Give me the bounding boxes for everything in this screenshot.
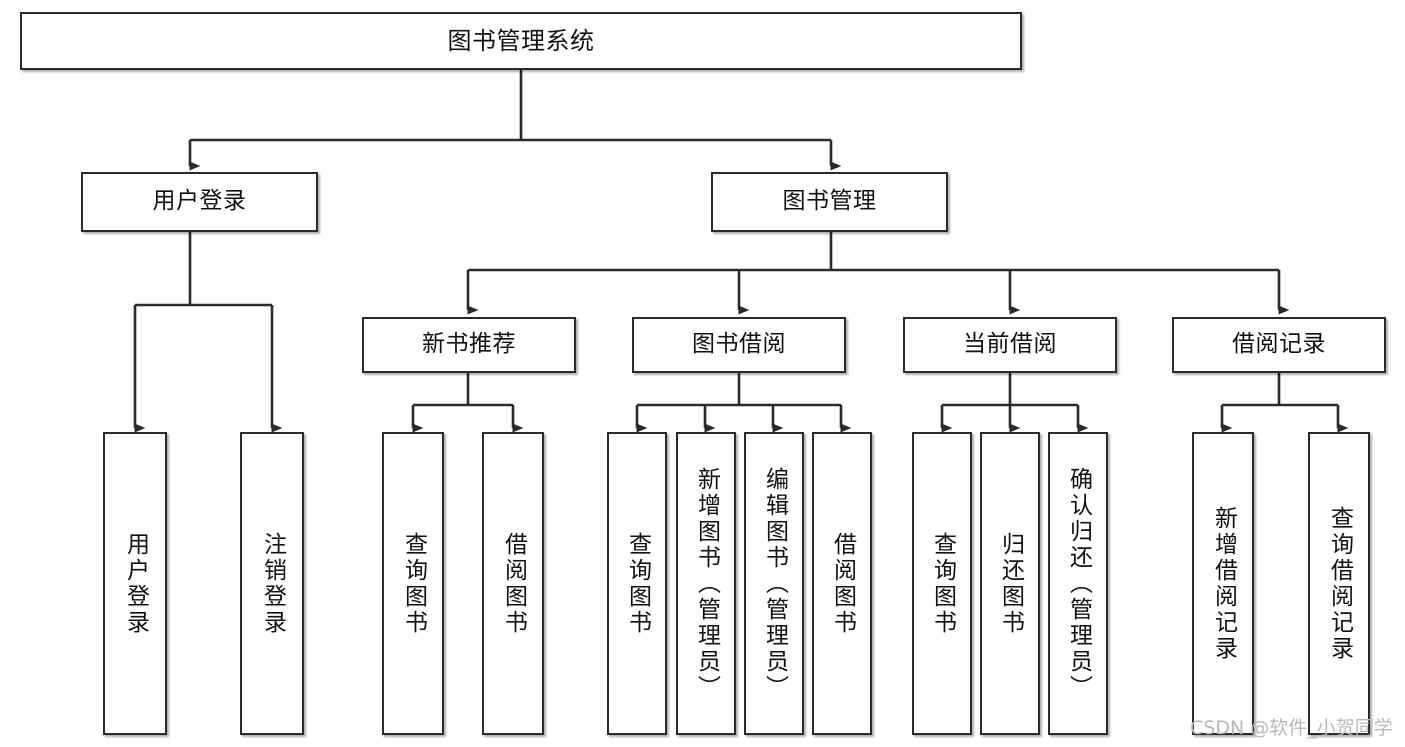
node-leaf-borrow-book-2-label: 借阅图书: [829, 531, 856, 636]
node-leaf-add-book-admin-label: 新增图书（管理员）: [693, 466, 720, 701]
node-leaf-edit-book-admin[interactable]: 编辑图书（管理员）: [744, 432, 804, 735]
node-leaf-user-logout-label: 注销登录: [259, 531, 286, 636]
node-borrow-record-label: 借阅记录: [1232, 331, 1326, 358]
node-leaf-user-logout[interactable]: 注销登录: [240, 432, 304, 735]
node-leaf-add-borrow-record[interactable]: 新增借阅记录: [1192, 432, 1254, 735]
node-leaf-query-book-1-label: 查询图书: [400, 531, 427, 636]
node-leaf-confirm-return-admin[interactable]: 确认归还（管理员）: [1048, 432, 1108, 735]
node-user-login-label: 用户登录: [152, 188, 247, 215]
csdn-watermark: CSDN @软件_小贺同学: [1190, 717, 1393, 739]
node-leaf-query-book-3[interactable]: 查询图书: [912, 432, 972, 735]
node-leaf-query-borrow-record[interactable]: 查询借阅记录: [1308, 432, 1370, 735]
node-leaf-add-book-admin[interactable]: 新增图书（管理员）: [676, 432, 736, 735]
node-new-book-recommend-label: 新书推荐: [422, 331, 516, 358]
node-leaf-borrow-book-1[interactable]: 借阅图书: [482, 432, 544, 735]
node-current-borrow[interactable]: 当前借阅: [903, 317, 1117, 373]
node-leaf-return-book[interactable]: 归还图书: [980, 432, 1040, 735]
node-leaf-edit-book-admin-label: 编辑图书（管理员）: [761, 466, 788, 701]
node-leaf-query-book-2-label: 查询图书: [624, 531, 651, 636]
node-root[interactable]: 图书管理系统: [20, 12, 1022, 70]
node-leaf-borrow-book-2[interactable]: 借阅图书: [812, 432, 872, 735]
node-leaf-borrow-book-1-label: 借阅图书: [500, 531, 527, 636]
node-leaf-query-book-3-label: 查询图书: [929, 531, 956, 636]
node-leaf-return-book-label: 归还图书: [997, 531, 1024, 636]
node-root-label: 图书管理系统: [447, 26, 595, 55]
node-leaf-user-login[interactable]: 用户登录: [103, 432, 167, 735]
node-leaf-add-borrow-record-label: 新增借阅记录: [1210, 505, 1237, 662]
node-current-borrow-label: 当前借阅: [963, 331, 1057, 358]
node-book-manage-label: 图书管理: [782, 188, 877, 215]
node-book-manage[interactable]: 图书管理: [711, 172, 948, 232]
node-leaf-query-book-2[interactable]: 查询图书: [607, 432, 667, 735]
node-borrow-record[interactable]: 借阅记录: [1172, 317, 1386, 373]
node-leaf-query-borrow-record-label: 查询借阅记录: [1326, 505, 1353, 662]
node-new-book-recommend[interactable]: 新书推荐: [362, 317, 576, 373]
node-leaf-user-login-label: 用户登录: [122, 531, 149, 636]
node-book-borrow-label: 图书借阅: [692, 331, 786, 358]
node-leaf-confirm-return-admin-label: 确认归还（管理员）: [1065, 466, 1092, 701]
node-leaf-query-book-1[interactable]: 查询图书: [382, 432, 444, 735]
node-book-borrow[interactable]: 图书借阅: [632, 317, 846, 373]
node-user-login[interactable]: 用户登录: [81, 172, 318, 232]
